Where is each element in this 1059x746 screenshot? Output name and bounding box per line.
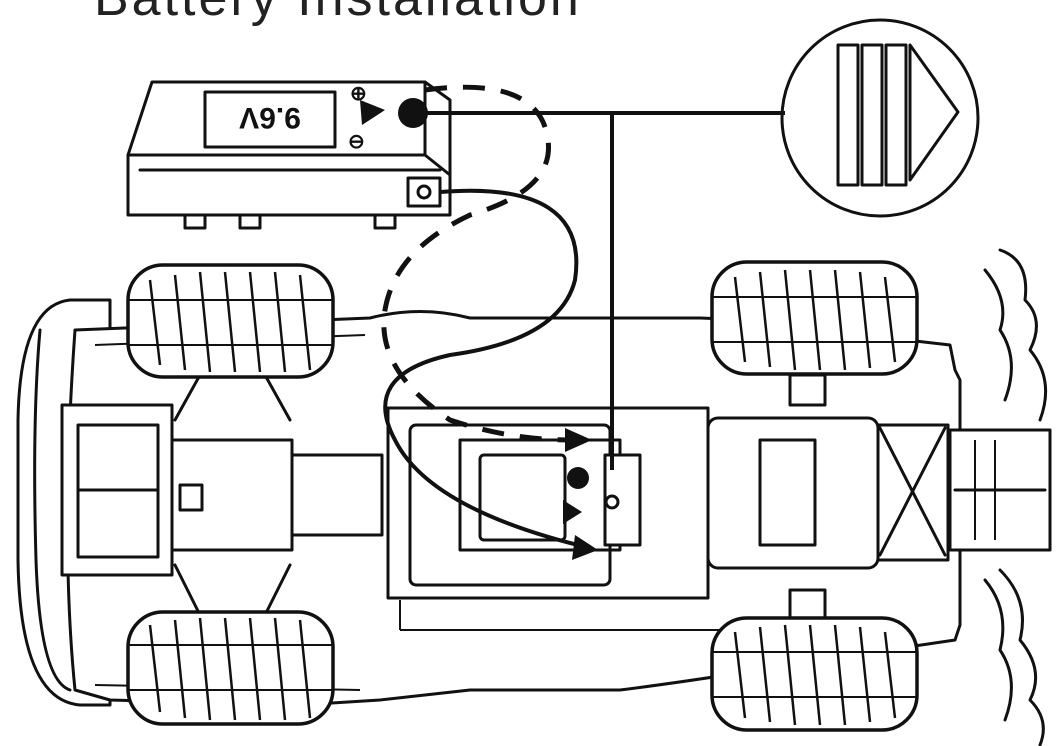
rear-wing-top [998, 248, 1048, 422]
direction-arrow-icon [908, 43, 960, 182]
connection-guides [381, 84, 785, 560]
rear-right-wheel [710, 616, 919, 732]
dashed-route [381, 84, 571, 443]
terminal-callout [780, 18, 980, 218]
battery-slot [478, 453, 567, 542]
rear-left-wheel [710, 260, 919, 376]
terminal-arrow-icon [360, 100, 385, 125]
front-right-wheel [126, 610, 335, 726]
battery-lead-wire [383, 188, 591, 550]
plus-sign: ⊕ [350, 83, 367, 105]
rear-mount-bottom [788, 588, 827, 622]
compartment-terminal [567, 467, 589, 489]
dashed-arrow-icon [565, 428, 592, 452]
page-title: Battery Installation [94, 0, 582, 28]
battery-feet [183, 213, 397, 230]
wire-arrow-icon [572, 535, 598, 560]
front-joint [178, 483, 204, 512]
compartment-plug [604, 494, 620, 510]
battery-label-panel [203, 90, 337, 149]
vehicle-chassis-icon [16, 248, 1052, 746]
battery-connector [406, 176, 442, 208]
battery-compartment [386, 406, 710, 600]
front-left-wheel [126, 263, 335, 379]
gearbox-front [290, 453, 384, 537]
rear-wing-bottom [998, 568, 1045, 746]
bumper-edge [33, 328, 72, 692]
front-struts [173, 373, 292, 617]
battery-voltage-label: 9.6V [239, 101, 301, 134]
battery-pack-icon: 9.6V ⊕ ⊖ [126, 80, 452, 230]
rear-motor [758, 438, 817, 547]
compartment-arrow-icon [563, 500, 582, 524]
rear-mount-top [788, 373, 827, 407]
minus-sign: ⊖ [348, 131, 365, 153]
